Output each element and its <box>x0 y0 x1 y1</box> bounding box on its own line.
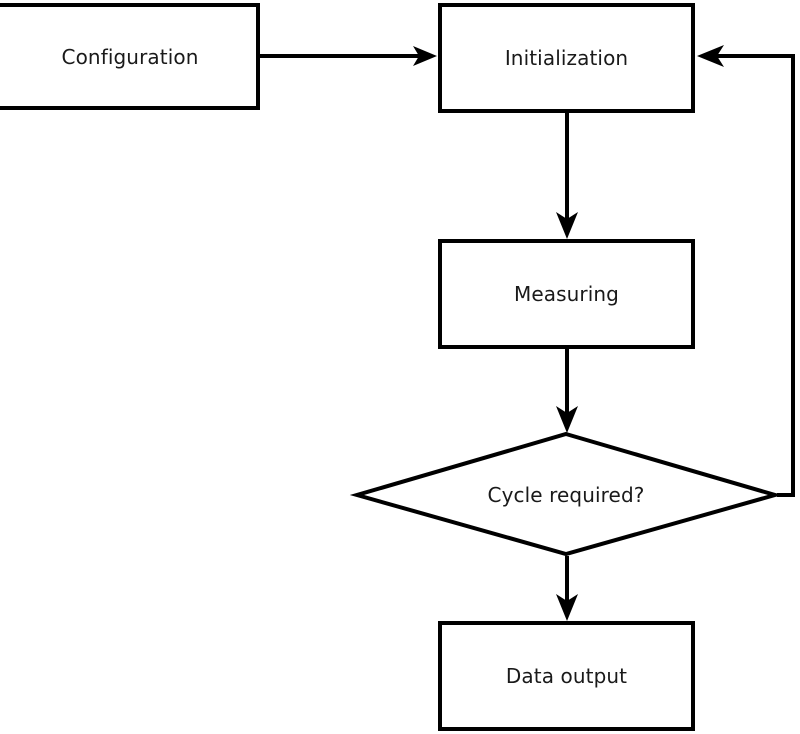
edge-init-to-measuring <box>556 113 578 239</box>
edge-config-to-init <box>260 46 437 66</box>
edge-cycle-feedback-arrowhead <box>697 45 724 67</box>
node-data-output-shape[interactable] <box>438 621 695 731</box>
edge-init-to-measuring-arrowhead <box>556 212 578 239</box>
node-measuring-shape[interactable] <box>438 239 695 349</box>
node-cycle-required-shape[interactable] <box>349 431 783 557</box>
edge-cycle-feedback-line <box>712 54 795 497</box>
edge-cycle-to-output-arrowhead <box>556 594 578 621</box>
edge-measuring-to-cycle-arrowhead <box>556 406 578 433</box>
edge-cycle-to-output <box>556 556 578 621</box>
node-initialization-shape[interactable] <box>438 3 695 113</box>
edge-config-to-init-arrowhead <box>413 46 437 66</box>
node-configuration-shape[interactable] <box>0 3 260 110</box>
edge-measuring-to-cycle <box>556 349 578 433</box>
edge-cycle-feedback-to-init <box>697 45 795 497</box>
